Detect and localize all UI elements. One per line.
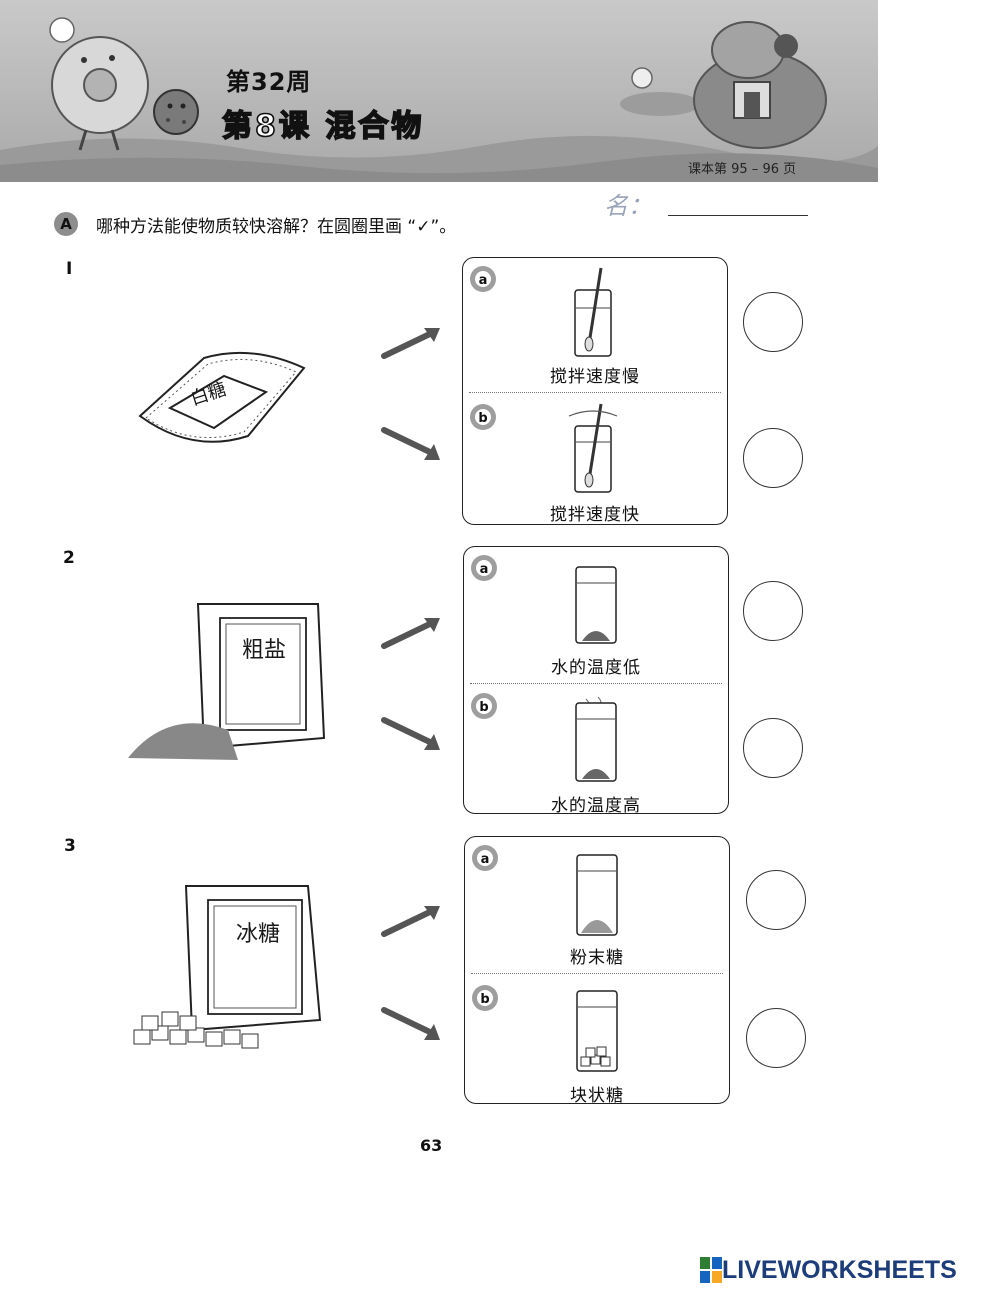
name-label: 名： — [604, 192, 652, 220]
section-badge: A — [54, 212, 78, 236]
option-divider — [469, 392, 721, 393]
banner-illustration — [0, 0, 878, 182]
answer-circle-3a[interactable] — [746, 870, 806, 930]
option-label-b: 搅拌速度快 — [550, 505, 640, 525]
arrow-up-icon — [381, 906, 440, 937]
option-box-1: a 搅拌速度慢 b 搅拌速度快 — [462, 257, 728, 525]
answer-circle-1b[interactable] — [743, 428, 803, 488]
glass-sugar-cubes-illustration — [576, 990, 618, 1072]
option-tag-a: a — [480, 562, 489, 577]
logo-text: LIVEWORKSHEETS — [722, 1255, 957, 1284]
option-tag-a-flower: a — [472, 845, 498, 871]
option-tag-a-flower: a — [471, 555, 497, 581]
option-tag-b-flower: b — [470, 404, 496, 430]
answer-circle-3b[interactable] — [746, 1008, 806, 1068]
answer-circle-2b[interactable] — [743, 718, 803, 778]
glass-stir-slow-illustration — [574, 267, 612, 357]
header-banner — [0, 0, 878, 182]
answer-circle-1a[interactable] — [743, 292, 803, 352]
week-title: 第32周 — [226, 68, 312, 96]
option-tag-a-flower: a — [470, 266, 496, 292]
sugar-bag-illustration: 白糖 — [132, 338, 317, 456]
option-tag-b: b — [478, 411, 487, 426]
option-label-b: 块状糖 — [570, 1086, 624, 1106]
option-box-3: a 粉末糖 b 块状糖 — [464, 836, 730, 1106]
option-label-a: 水的温度低 — [551, 658, 641, 678]
liveworksheets-logo-icon — [700, 1257, 722, 1283]
option-tag-a: a — [479, 273, 488, 288]
question-number-1: I — [66, 259, 73, 279]
arrow-up-icon — [381, 328, 440, 359]
answer-circle-2a[interactable] — [743, 581, 803, 641]
page-number: 63 — [420, 1136, 443, 1155]
salt-bag-illustration: 粗盐 — [128, 598, 328, 764]
option-label-b: 水的温度高 — [551, 796, 641, 816]
option-tag-b: b — [480, 992, 489, 1007]
option-tag-b: b — [479, 700, 488, 715]
textbook-reference: 课本第 95 – 96 页 — [688, 162, 797, 177]
question-number-2: 2 — [63, 548, 75, 568]
question-number-3: 3 — [64, 836, 76, 856]
name-input-line[interactable] — [668, 215, 808, 216]
bag-label: 粗盐 — [242, 638, 287, 663]
option-divider — [471, 973, 723, 974]
arrow-down-icon — [381, 1007, 440, 1040]
glass-stir-fast-illustration — [568, 403, 618, 493]
rock-sugar-bag-illustration: 冰糖 — [128, 880, 333, 1070]
option-tag-a: a — [481, 852, 490, 867]
option-label-a: 搅拌速度慢 — [550, 367, 640, 387]
arrow-down-icon — [381, 717, 440, 750]
bag-label: 冰糖 — [236, 922, 281, 947]
option-tag-b-flower: b — [472, 985, 498, 1011]
option-box-2: a 水的温度低 b 水的温度高 — [463, 546, 729, 816]
arrow-up-icon — [381, 618, 440, 649]
lesson-title: 第8课 混合物 — [221, 108, 425, 145]
option-tag-b-flower: b — [471, 693, 497, 719]
option-label-a: 粉末糖 — [570, 948, 624, 968]
arrow-down-icon — [381, 427, 440, 460]
liveworksheets-logo[interactable]: LIVEWORKSHEETS — [700, 1255, 957, 1285]
glass-cold-water-illustration — [575, 566, 617, 644]
section-instruction: 哪种方法能使物质较快溶解？在圆圈里画 “✓”。 — [96, 217, 457, 237]
glass-powder-sugar-illustration — [576, 854, 618, 936]
option-divider — [470, 683, 722, 684]
glass-hot-water-illustration — [575, 696, 617, 782]
